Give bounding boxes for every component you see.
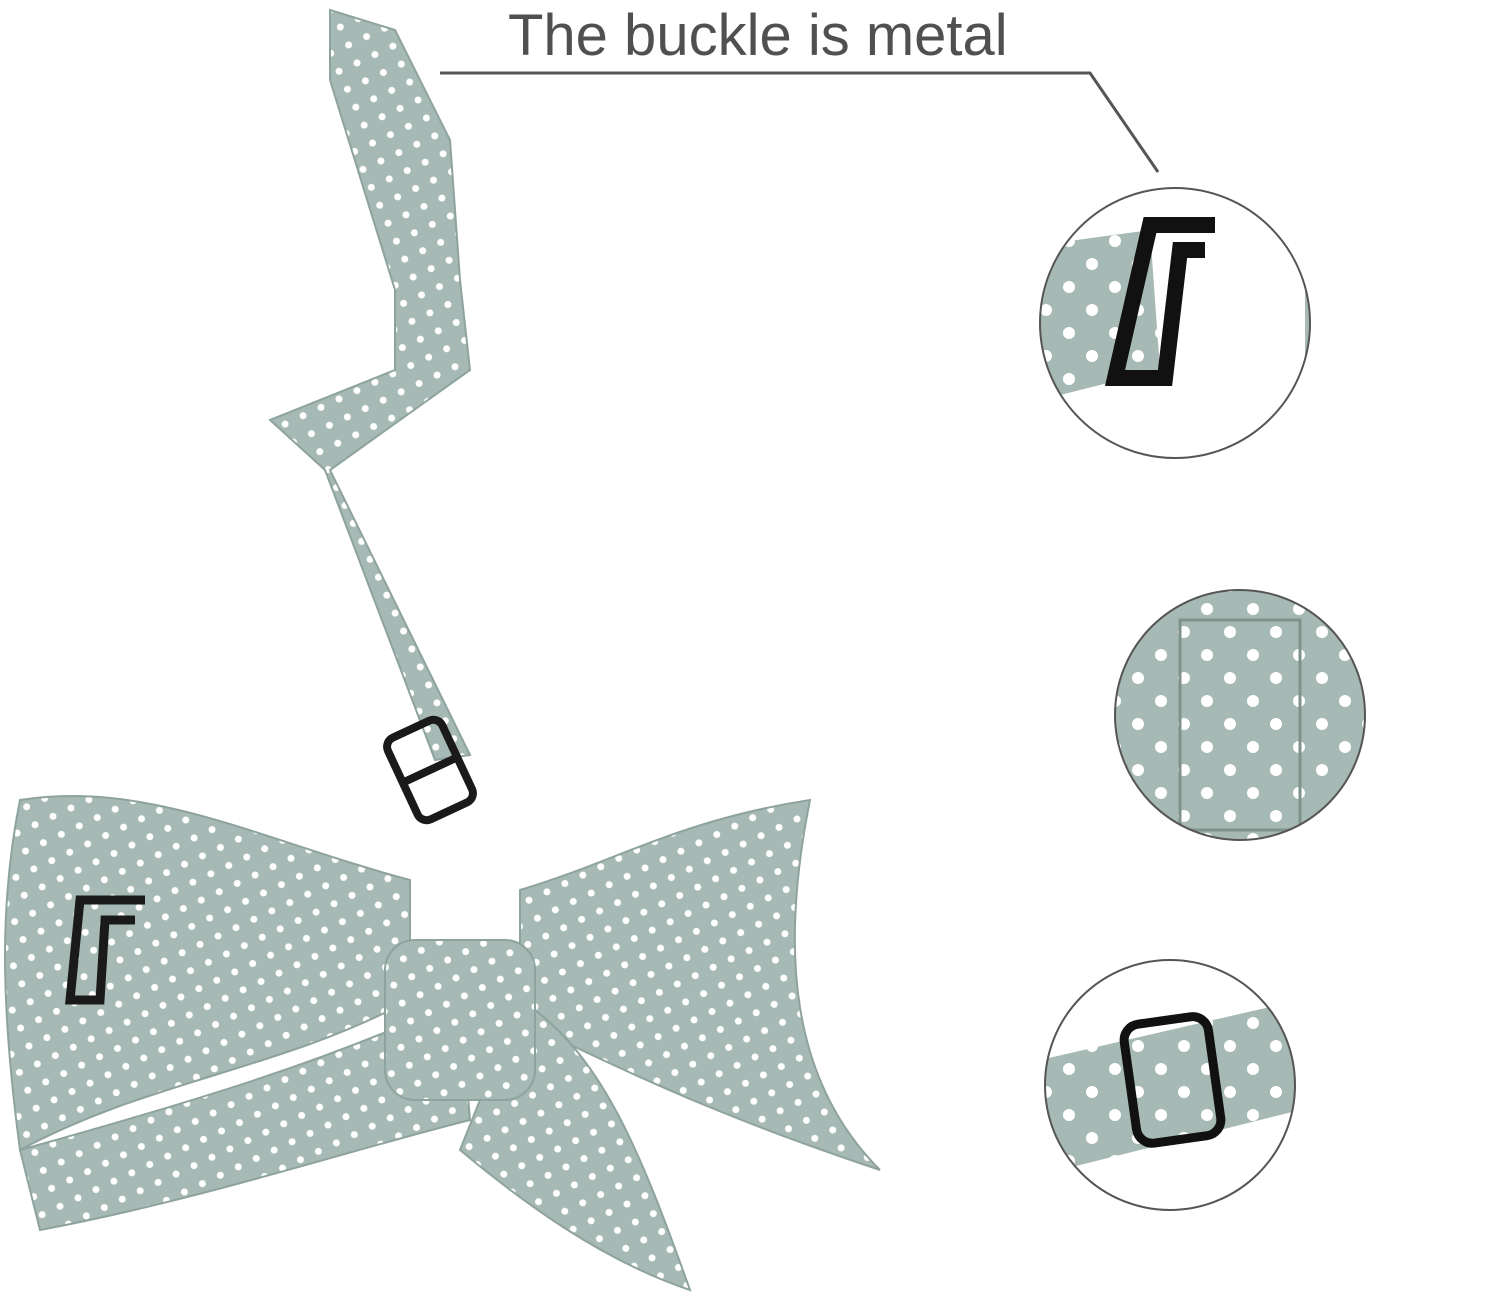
hook-buckle-closeup bbox=[1039, 187, 1311, 459]
slider-buckle-closeup bbox=[1044, 959, 1296, 1211]
neck-strap bbox=[268, 8, 472, 762]
hook-buckle-icon bbox=[65, 895, 145, 1005]
bow-body bbox=[4, 795, 881, 1292]
leader-line bbox=[440, 71, 1160, 173]
caption-text: The buckle is metal bbox=[508, 3, 1008, 68]
knot-center-closeup bbox=[1114, 589, 1366, 841]
slider-buckle-icon bbox=[383, 715, 477, 825]
